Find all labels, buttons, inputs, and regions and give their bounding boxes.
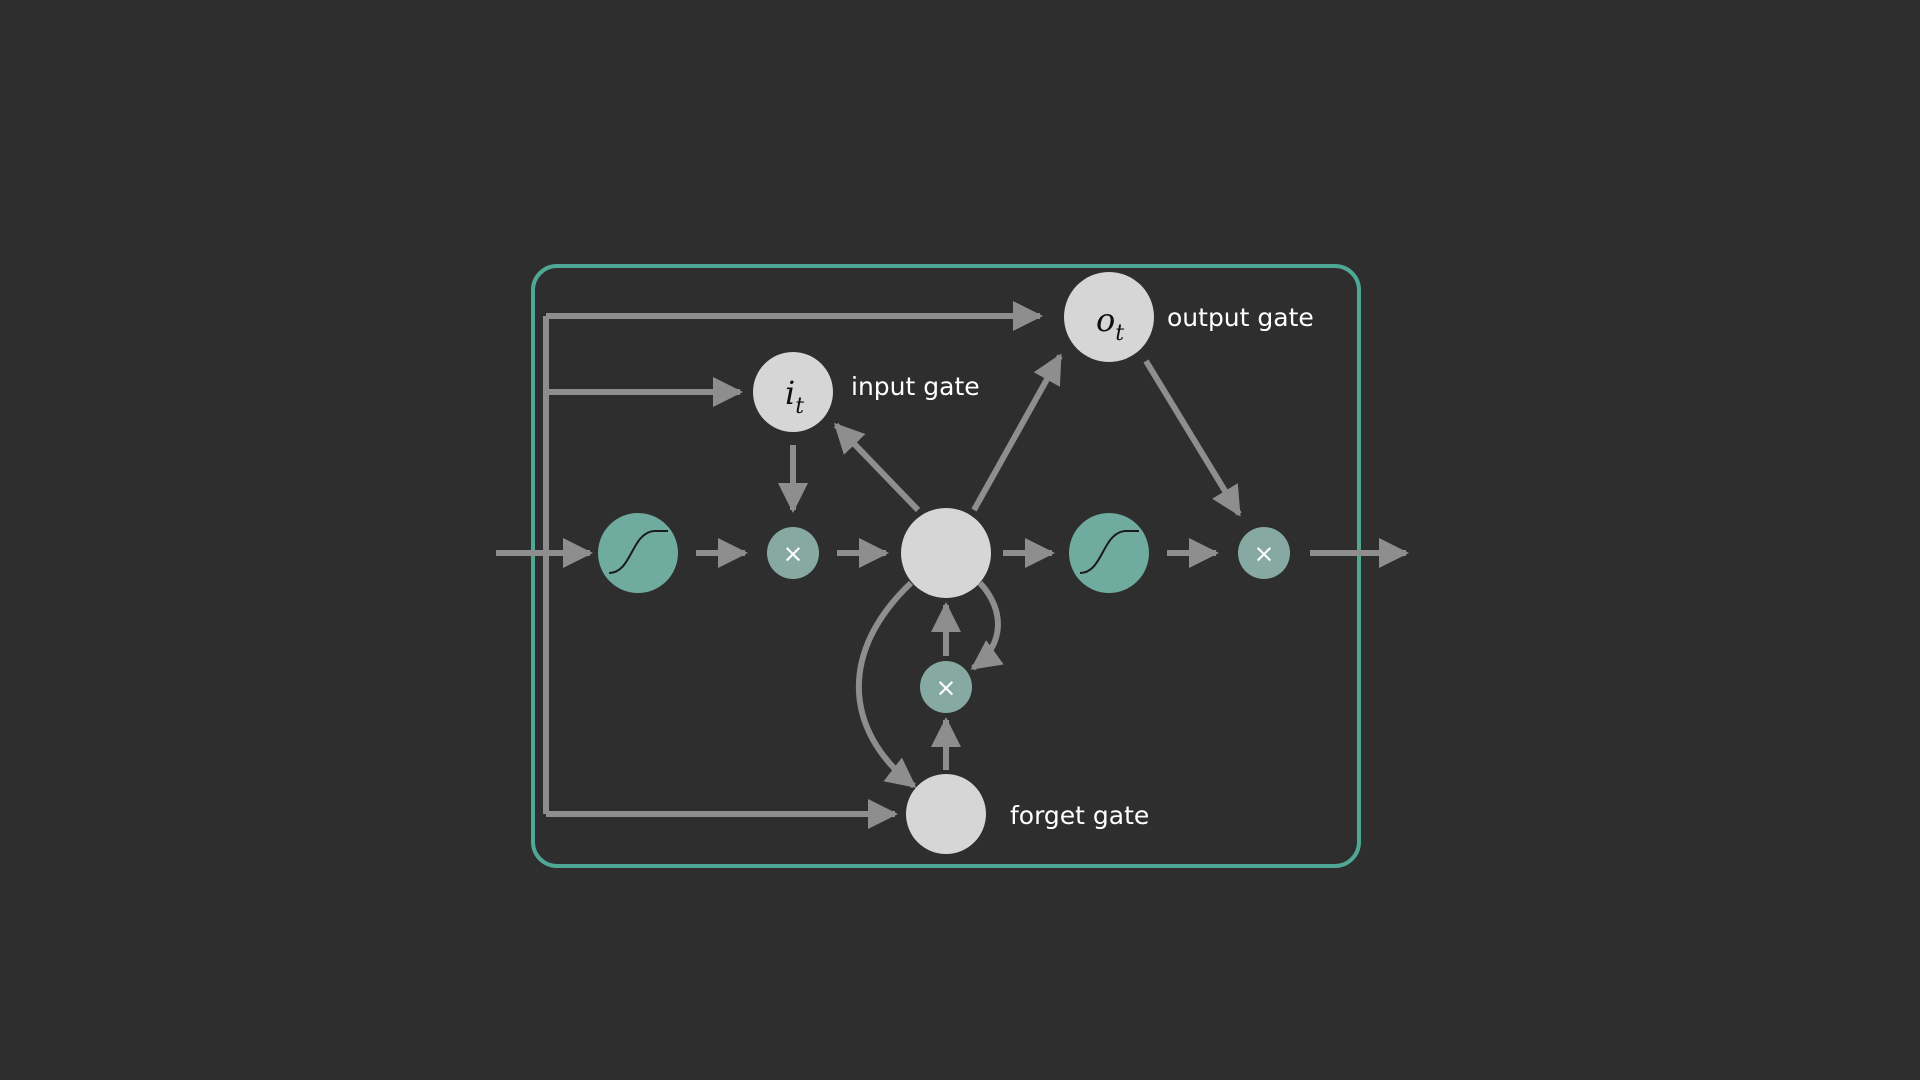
multiply-node-output: × — [1238, 527, 1290, 579]
multiply-node-forget: × — [920, 661, 972, 713]
output-gate-label: output gate — [1167, 303, 1314, 332]
multiply-icon: × — [783, 539, 804, 568]
output-gate-node: ot — [1064, 272, 1154, 362]
forget-gate-label: forget gate — [1010, 801, 1149, 830]
output-gate-symbol: ot — [1096, 301, 1124, 346]
sigmoid-icon — [608, 530, 668, 574]
arrow-cell-to-forget-curve — [855, 580, 917, 789]
input-gate-label: input gate — [851, 372, 980, 401]
sigmoid-icon — [1079, 530, 1139, 574]
cell-state-node — [901, 508, 991, 598]
multiply-icon: × — [936, 673, 957, 702]
arrow-output-gate-to-multiply — [1143, 359, 1242, 517]
multiply-icon: × — [1254, 539, 1275, 568]
sigmoid-node-left — [598, 513, 678, 593]
forget-gate-node — [906, 774, 986, 854]
cell-frame — [531, 264, 1361, 868]
sigmoid-node-right — [1069, 513, 1149, 593]
input-gate-symbol: it — [785, 374, 804, 419]
connections — [496, 301, 1409, 829]
arrow-cell-to-output-gate — [971, 353, 1063, 512]
arrow-cell-to-multiply-curve — [970, 580, 1004, 671]
arrow-cell-to-input-gate — [833, 422, 921, 513]
input-gate-node: it — [753, 352, 833, 432]
multiply-node-input: × — [767, 527, 819, 579]
